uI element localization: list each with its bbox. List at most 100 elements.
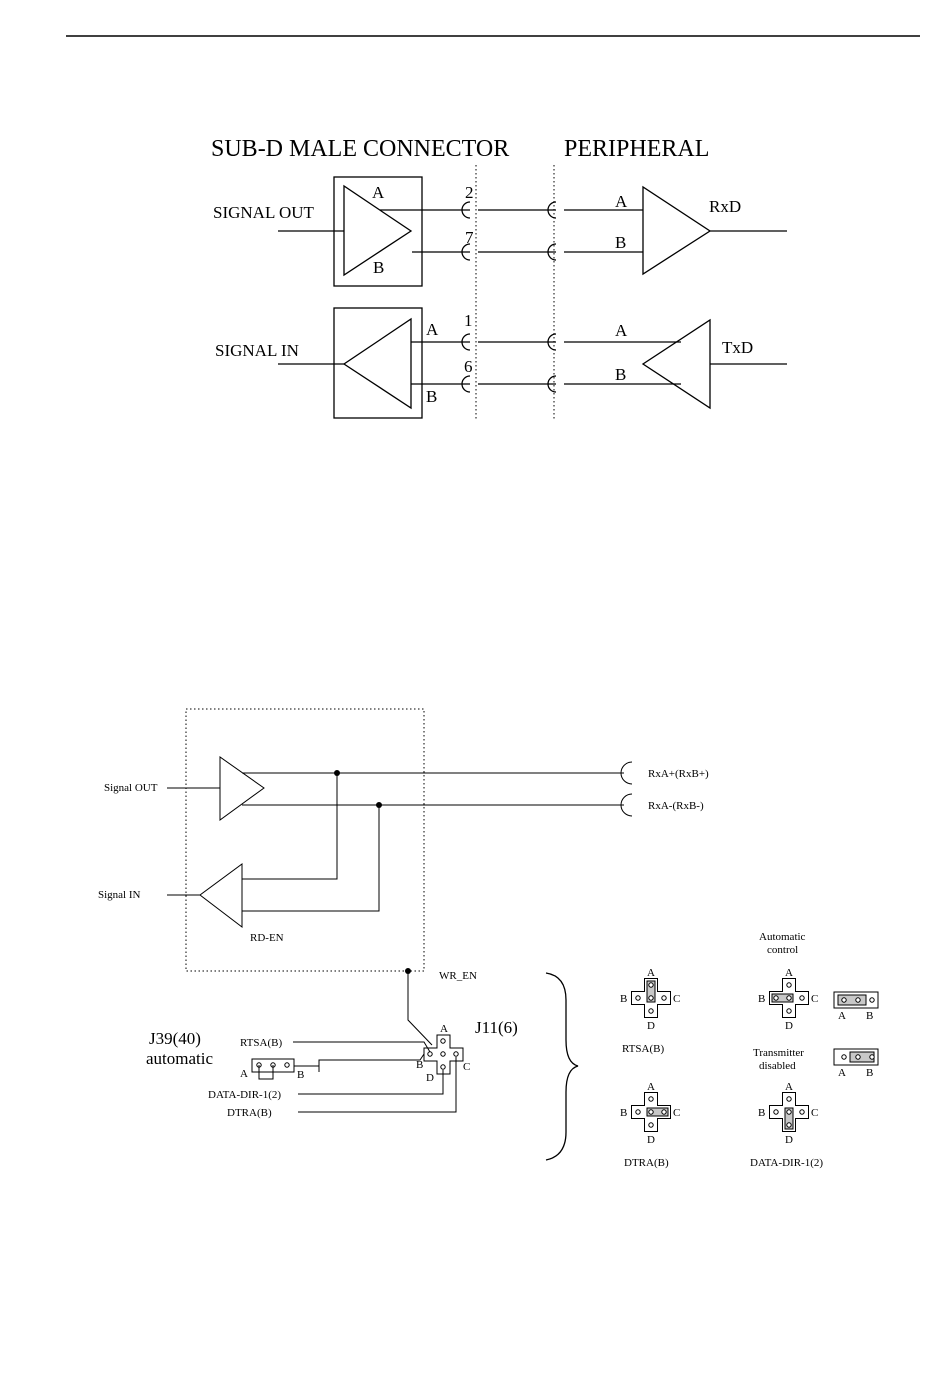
rtsa-caption: RTSA(B) (622, 1043, 664, 1055)
driver-a-label: A (372, 183, 385, 202)
automatic-control-line2: control (767, 944, 798, 956)
driver-b-label: B (373, 258, 384, 277)
j39-label-line1: J39(40) (149, 1029, 201, 1048)
rxd-b-label: B (615, 233, 626, 252)
signal-in-label: SIGNAL IN (215, 341, 299, 360)
dtra-letter-b: B (620, 1107, 627, 1119)
receiver-a-label: A (426, 320, 439, 339)
dtra-wire (298, 1057, 457, 1113)
auto-jumper-b-letter: B (866, 1010, 873, 1022)
datadir-letter-c: C (811, 1107, 818, 1119)
rx-plus-terminal (620, 761, 633, 785)
rtsa-letter-c: C (673, 993, 680, 1005)
signal-out-label-2: Signal OUT (104, 782, 158, 794)
datadir-pin-d (786, 1122, 792, 1128)
rtsa-pin-a (648, 982, 654, 988)
signal-out-label: SIGNAL OUT (213, 203, 315, 222)
rx-plus-label: RxA+(RxB+) (648, 768, 709, 780)
rx-plus-feedback (242, 773, 338, 880)
out-b-wire (412, 243, 643, 261)
automatic-control-line1: Automatic (759, 931, 806, 943)
dtra-pin-b (635, 1109, 641, 1115)
dtra-pin-c (661, 1109, 667, 1115)
options-brace (545, 972, 579, 1161)
auto-letter-d: D (785, 1020, 793, 1032)
sub-d-connector-diagram: SUB-D MALE CONNECTOR PERIPHERAL SIGNAL O… (211, 136, 787, 420)
datadir-letter-a: A (785, 1081, 793, 1093)
in-a-wire (411, 333, 681, 351)
tx-jumper-pin-1 (841, 1054, 847, 1060)
rx-minus-feedback (242, 805, 380, 912)
dtra-letter-c: C (673, 1107, 680, 1119)
j11-cross-outline (423, 1034, 464, 1075)
j11-label: J11(6) (475, 1018, 518, 1037)
automatic-control-jumper: A B (833, 991, 879, 1022)
auto-jumper-frame (833, 991, 879, 1009)
dtra-header-outline (631, 1092, 671, 1132)
dtra-jumper-header: A B C D (620, 1081, 680, 1146)
j39-label-line2: automatic (146, 1049, 213, 1068)
j11-pin-d (440, 1064, 446, 1070)
tx-jumper-b-letter: B (866, 1067, 873, 1079)
dtra-letter-a: A (647, 1081, 655, 1093)
rxd-a-label: A (615, 192, 628, 211)
dtra-pin-d (648, 1122, 654, 1128)
auto-pin-a (786, 982, 792, 988)
rx-minus-terminal (620, 793, 633, 817)
auto-jumper-cap (771, 993, 794, 1003)
j11-pin-a (440, 1038, 446, 1044)
transmitter-disabled-line1: Transmitter (753, 1047, 804, 1059)
transceiver-enable-diagram: Signal OUT RxA+(RxB+) RxA-(RxB-) Signal … (98, 708, 709, 1161)
j39-a-letter: A (240, 1068, 248, 1080)
auto-letter-c: C (811, 993, 818, 1005)
transceiver-dotted-box (185, 708, 425, 972)
transmitter-disabled-jumper: A B (833, 1048, 879, 1079)
input-receiver-triangle (342, 317, 412, 410)
datadir-pin-b (773, 1109, 779, 1115)
txd-label: TxD (722, 338, 753, 357)
data-dir-label: DATA-DIR-1(2) (208, 1089, 281, 1101)
pin-1-label: 1 (464, 311, 473, 330)
datadir-header-outline (769, 1092, 809, 1132)
txd-b-label: B (615, 365, 626, 384)
auto-jumper-pin-1 (841, 997, 847, 1003)
rtsa-label: RTSA(B) (240, 1037, 282, 1049)
rtsa-header-outline (631, 978, 671, 1018)
rxd-receiver-triangle (642, 185, 712, 276)
transmitter-disabled-line2: disabled (759, 1060, 796, 1072)
j11-pin-center (440, 1051, 446, 1057)
datadir-letter-b: B (758, 1107, 765, 1119)
rtsa-jumper-cap (646, 980, 656, 1003)
rtsa-pin-center (648, 995, 654, 1001)
datadir-pin-c (799, 1109, 805, 1115)
auto-jumper-pin-2 (855, 997, 861, 1003)
rtsa-pin-d (648, 1008, 654, 1014)
sub-d-title: SUB-D MALE CONNECTOR (211, 136, 509, 162)
j11-pin-c (453, 1051, 459, 1057)
auto-pin-b (773, 995, 779, 1001)
dtra-pin-a (648, 1096, 654, 1102)
txd-driver-triangle (641, 318, 711, 410)
txd-a-label: A (615, 321, 628, 340)
tx-jumper-pin-2 (855, 1054, 861, 1060)
wr-en-label: WR_EN (439, 970, 477, 982)
rtsa-pin-c (661, 995, 667, 1001)
pin-2-label: 2 (465, 183, 474, 202)
signal-in-label-2: Signal IN (98, 889, 141, 901)
in-b-wire (411, 375, 681, 393)
dtra-letter-d: D (647, 1134, 655, 1146)
rtsa-wire (293, 1041, 431, 1053)
j39-b-letter: B (297, 1069, 304, 1081)
dtra-pin-center (648, 1109, 654, 1115)
dtra-label: DTRA(B) (227, 1107, 272, 1119)
wr-en-wire (407, 971, 433, 1046)
j11-b-letter: B (416, 1059, 423, 1071)
j11-d-letter: D (426, 1072, 434, 1084)
j39-to-j11-wire (318, 1053, 425, 1066)
pin-6-label: 6 (464, 357, 473, 376)
rx-minus-label: RxA-(RxB-) (648, 800, 704, 812)
rtsa-letter-b: B (620, 993, 627, 1005)
auto-pin-center (786, 995, 792, 1001)
